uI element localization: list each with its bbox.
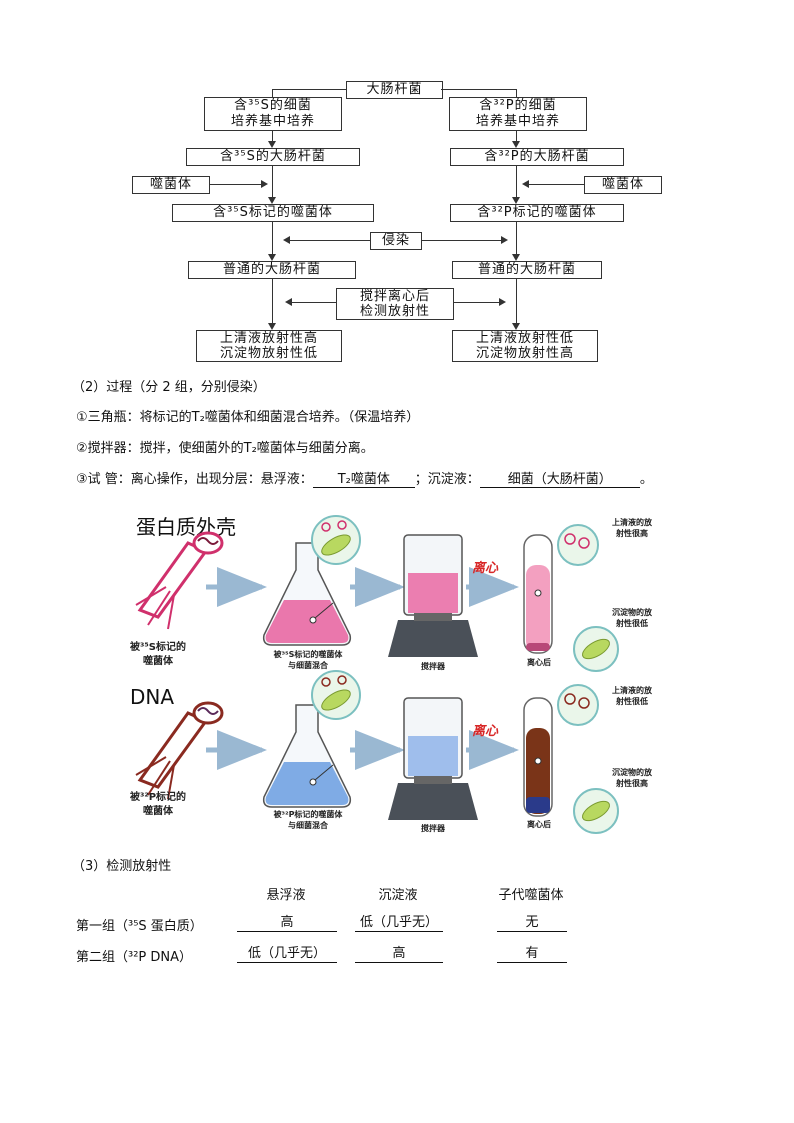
flow-right-ordinary-bacteria: 普通的大肠杆菌 — [452, 261, 602, 279]
experiment-figure: 蛋白质外壳 DNA — [118, 505, 678, 835]
protein-coat-label: 蛋白质外壳 — [136, 515, 236, 539]
cell-g1-sediment: 低（几乎无） — [355, 915, 443, 932]
bottom-supernatant-note: 上清液的放射性很低 — [612, 686, 652, 706]
flow-left-result: 上清液放射性高沉淀物放射性低 — [196, 330, 342, 362]
flow-right-phage-input: 噬菌体 — [584, 176, 662, 194]
top-centrifuge-word: 离心 — [472, 561, 499, 576]
cell-g2-offspring: 有 — [497, 946, 567, 963]
dna-label: DNA — [130, 685, 175, 709]
col-header-suspension: 悬浮液 — [266, 888, 306, 903]
flow-infect-box: 侵染 — [370, 232, 422, 250]
flow-left-ordinary-bacteria: 普通的大肠杆菌 — [188, 261, 356, 279]
blank-sediment: 细菌（大肠杆菌） — [479, 468, 640, 488]
col-header-sediment: 沉淀液 — [378, 888, 418, 903]
flow-right-labeled-phage: 含³²P标记的噬菌体 — [450, 204, 624, 222]
cell-g1-suspension: 高 — [237, 915, 337, 932]
cell-g2-sediment: 高 — [355, 946, 443, 963]
row-label-group-2: 第二组（³²P DNA） — [76, 950, 193, 965]
process-step-1: ①三角瓶：将标记的T₂噬菌体和细菌混合培养。（保温培养） — [76, 410, 420, 425]
bottom-tube-icon — [523, 697, 553, 817]
top-supernatant-note: 上清液的放射性很高 — [612, 518, 652, 538]
bottom-flask-caption: 被³²P标记的噬菌体与细菌混合 — [273, 810, 343, 830]
flow-left-phage-input: 噬菌体 — [132, 176, 210, 194]
top-tube-icon — [523, 534, 553, 654]
top-phage-caption: 被³⁵S标记的噬菌体 — [130, 642, 186, 667]
top-sediment-note: 沉淀物的放射性很低 — [612, 608, 652, 628]
flow-left-culture-box: 含³⁵S的细菌培养基中培养 — [204, 97, 342, 131]
bottom-phage-caption: 被³²P标记的噬菌体 — [129, 792, 187, 817]
figure-graphics — [135, 515, 619, 834]
row-label-group-1: 第一组（³⁵S 蛋白质） — [76, 919, 203, 934]
flow-right-result: 上清液放射性低沉淀物放射性高 — [452, 330, 598, 362]
col-header-offspring: 子代噬菌体 — [498, 888, 564, 903]
flow-top-box: 大肠杆菌 — [346, 81, 443, 99]
cell-g1-offspring: 无 — [497, 915, 567, 932]
bottom-centrifuge-word: 离心 — [472, 724, 499, 739]
blank-suspension: T₂噬菌体 — [312, 468, 415, 488]
detection-heading: （3）检测放射性 — [72, 859, 172, 874]
flow-left-labeled-phage: 含³⁵S标记的噬菌体 — [172, 204, 374, 222]
cell-g2-suspension: 低（几乎无） — [237, 946, 337, 963]
top-flask-icon — [262, 542, 352, 646]
process-step-2: ②搅拌器：搅拌，使细菌外的T₂噬菌体与细菌分离。 — [76, 441, 374, 456]
bottom-blender-icon — [388, 697, 478, 820]
top-blender-caption: 搅拌器 — [421, 662, 445, 671]
process-heading: （2）过程（分 2 组，分别侵染） — [72, 380, 266, 395]
flow-centrifuge-box: 搅拌离心后检测放射性 — [336, 288, 454, 320]
bottom-flask-icon — [262, 704, 352, 808]
bottom-tube-caption: 离心后 — [527, 820, 551, 829]
top-tube-caption: 离心后 — [527, 658, 551, 667]
bottom-blender-caption: 搅拌器 — [421, 824, 445, 833]
flow-left-labeled-bacteria: 含³⁵S的大肠杆菌 — [186, 148, 360, 166]
flow-right-culture-box: 含³²P的细菌培养基中培养 — [449, 97, 587, 131]
bottom-sediment-note: 沉淀物的放射性很高 — [612, 768, 652, 788]
flow-right-labeled-bacteria: 含³²P的大肠杆菌 — [450, 148, 624, 166]
top-phage-icon — [135, 531, 224, 630]
top-flask-caption: 被³⁵S标记的噬菌体与细菌混合 — [273, 650, 343, 670]
top-blender-icon — [388, 534, 478, 657]
process-step-3: ③试 管：离心操作，出现分层：悬浮液：T₂噬菌体；沉淀液：细菌（大肠杆菌）。 — [76, 468, 653, 488]
bottom-phage-icon — [135, 701, 224, 800]
